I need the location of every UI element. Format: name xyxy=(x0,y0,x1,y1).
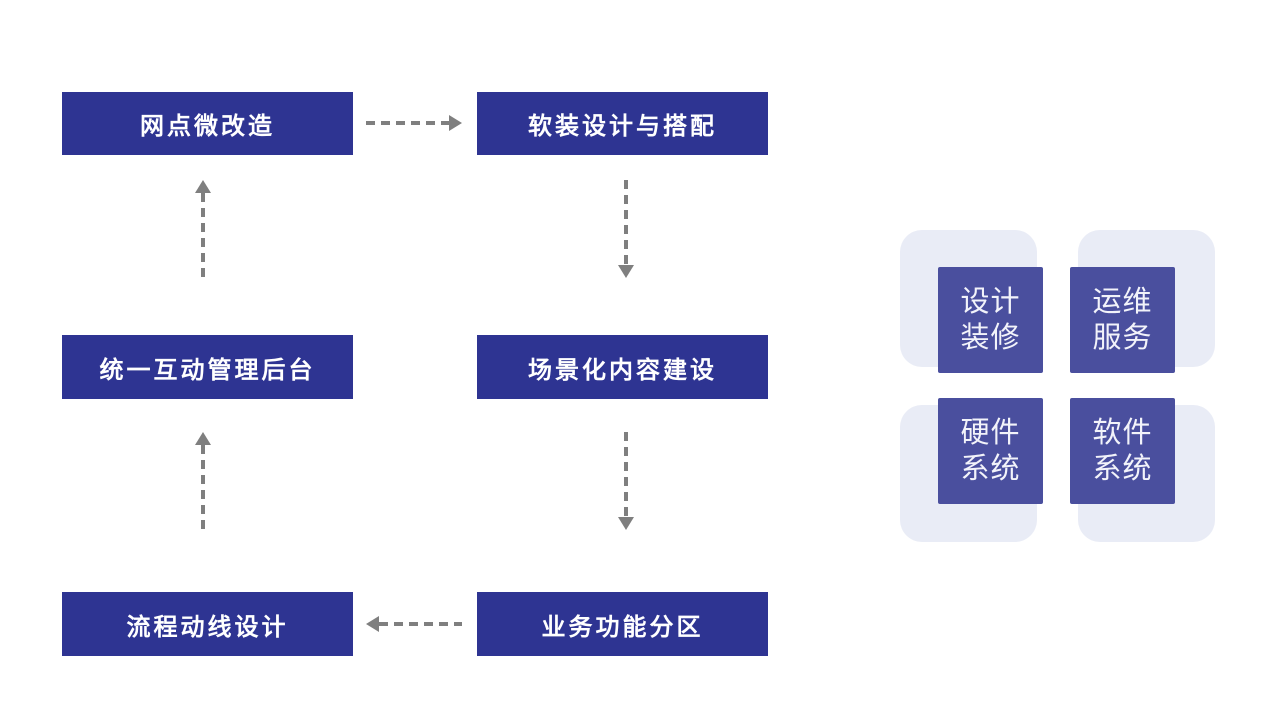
arrow-head-icon xyxy=(195,180,211,193)
arrow-head-icon xyxy=(195,432,211,445)
arrow-down-icon xyxy=(618,432,634,530)
flow-node-label: 业务功能分区 xyxy=(541,613,704,641)
arrow-shaft xyxy=(201,445,205,530)
arrow-shaft xyxy=(379,622,462,626)
arrow-up-icon xyxy=(195,180,211,278)
service-tile-line: 运维 xyxy=(1092,286,1153,318)
flow-node-label: 软装设计与搭配 xyxy=(528,113,717,140)
flow-node-outlet-micro-renovation: 网点微改造 xyxy=(62,92,353,155)
arrow-right-icon xyxy=(366,115,462,131)
arrow-shaft xyxy=(201,193,205,278)
flow-node-label: 场景化内容建设 xyxy=(528,356,717,384)
service-tile-software-system: 软件 系统 xyxy=(1070,398,1175,504)
service-tile-line: 系统 xyxy=(960,453,1021,485)
service-tile-operation-service: 运维 服务 xyxy=(1070,267,1175,373)
flow-node-soft-deco-design: 软装设计与搭配 xyxy=(477,92,768,155)
service-tile-line: 硬件 xyxy=(960,417,1021,449)
arrow-up-icon xyxy=(195,432,211,530)
service-tile-line: 装修 xyxy=(960,322,1021,354)
arrow-shaft xyxy=(366,121,449,125)
flow-node-scenario-content: 场景化内容建设 xyxy=(477,335,768,399)
arrow-shaft xyxy=(624,432,628,517)
flow-node-business-zoning: 业务功能分区 xyxy=(477,592,768,656)
arrow-head-icon xyxy=(618,265,634,278)
flow-node-label: 网点微改造 xyxy=(140,113,275,140)
flow-node-label: 流程动线设计 xyxy=(126,613,289,641)
flow-node-label: 统一互动管理后台 xyxy=(99,356,316,384)
arrow-head-icon xyxy=(449,115,462,131)
arrow-down-icon xyxy=(618,180,634,278)
arrow-head-icon xyxy=(618,517,634,530)
service-tile-hardware-system: 硬件 系统 xyxy=(938,398,1043,504)
service-tile-line: 软件 xyxy=(1092,417,1153,449)
service-tile-line: 系统 xyxy=(1092,453,1153,485)
arrow-left-icon xyxy=(366,616,462,632)
arrow-shaft xyxy=(624,180,628,265)
flow-node-unified-admin-backend: 统一互动管理后台 xyxy=(62,335,353,399)
flow-node-process-flow-design: 流程动线设计 xyxy=(62,592,353,656)
service-tile-line: 服务 xyxy=(1092,322,1153,354)
service-tile-design-decoration: 设计 装修 xyxy=(938,267,1043,373)
service-tile-line: 设计 xyxy=(960,286,1021,318)
arrow-head-icon xyxy=(366,616,379,632)
